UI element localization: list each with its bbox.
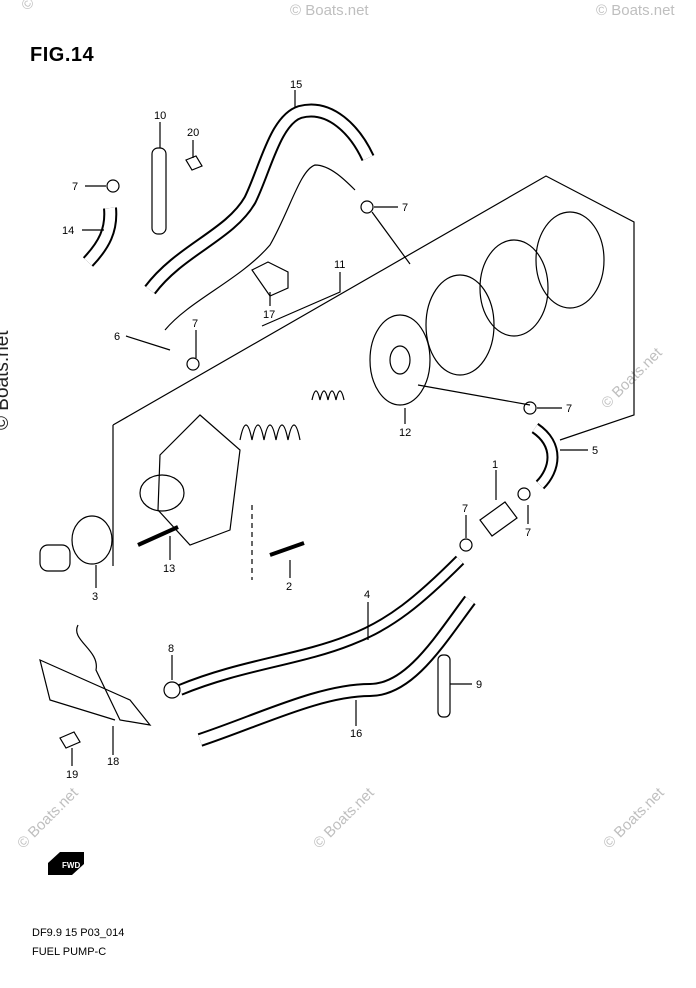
hose-15-inner (146, 105, 373, 294)
pump-housing (157, 414, 241, 546)
bolt-19 (59, 731, 81, 749)
pump-cover-plate (535, 211, 605, 309)
callout-8: 8 (168, 643, 174, 655)
figure-title: FIG.14 (30, 44, 95, 66)
screw-13 (137, 525, 179, 547)
callout-7-b: 7 (402, 202, 408, 214)
clip-7-f (459, 538, 473, 552)
callout-7-d: 7 (566, 403, 572, 415)
callout-7-a: 7 (72, 181, 78, 193)
fwd-label: FWD (62, 861, 80, 870)
bolt-20 (185, 155, 203, 171)
fuel-filter-1 (479, 501, 518, 537)
screw-2 (269, 541, 305, 557)
assembly-frame (112, 175, 635, 441)
callout-20: 20 (187, 127, 199, 139)
clip-7-b (360, 200, 374, 214)
watermark-top-right: © Boats.net (596, 2, 675, 19)
fwd-arrow-icon (48, 852, 84, 875)
callout-1: 1 (492, 459, 498, 471)
callout-5: 5 (592, 445, 598, 457)
clip-7-d (523, 401, 537, 415)
clip-7-c (186, 357, 200, 371)
clip-7-e (517, 487, 531, 501)
callout-14: 14 (62, 225, 74, 237)
figure-name: FUEL PUMP-C (32, 946, 107, 958)
callout-17: 17 (263, 309, 275, 321)
gasket-12-hole (389, 345, 411, 375)
callout-19: 19 (66, 769, 78, 781)
callout-18: 18 (107, 756, 119, 768)
clip-8 (163, 681, 181, 699)
hose-16-inner (198, 597, 475, 745)
clip-7-a (106, 179, 120, 193)
callout-12: 12 (399, 427, 411, 439)
watermark-top-center: © Boats.net (290, 2, 369, 19)
callout-10: 10 (154, 110, 166, 122)
forward-direction-badge: FWD (48, 852, 84, 875)
pump-line (417, 384, 531, 406)
callout-2: 2 (286, 581, 292, 593)
pump-body (425, 274, 495, 376)
clamp-17 (251, 261, 289, 297)
pump-housing-port (139, 474, 185, 512)
wire-bracket-18 (39, 624, 152, 726)
pump-diaphragm (479, 239, 549, 337)
spring-large (239, 424, 301, 441)
strap-9 (437, 654, 451, 718)
bracket-10 (151, 147, 167, 235)
gasket-12 (369, 314, 431, 406)
leader-11 (261, 272, 341, 327)
hose-5-inner (532, 424, 557, 488)
callout-13: 13 (163, 563, 175, 575)
hose-connector-line (371, 211, 411, 265)
leader-6 (125, 335, 171, 351)
callout-15: 15 (290, 79, 302, 91)
elbow-14-inner (84, 207, 116, 266)
callout-7-f: 7 (462, 503, 468, 515)
spring-small (311, 390, 345, 401)
callout-7-e: 7 (525, 527, 531, 539)
plug-3 (39, 544, 71, 572)
callout-11: 11 (334, 259, 345, 271)
callout-9: 9 (476, 679, 482, 691)
hose-6-path (164, 164, 356, 331)
callout-16: 16 (350, 728, 362, 740)
callout-7-c: 7 (192, 318, 198, 330)
callout-6: 6 (114, 331, 120, 343)
hose-4-inner (178, 557, 463, 694)
callout-3: 3 (92, 591, 98, 603)
o-ring-3 (71, 515, 113, 565)
figure-code: DF9.9 15 P03_014 (32, 927, 125, 939)
callout-4: 4 (364, 589, 370, 601)
